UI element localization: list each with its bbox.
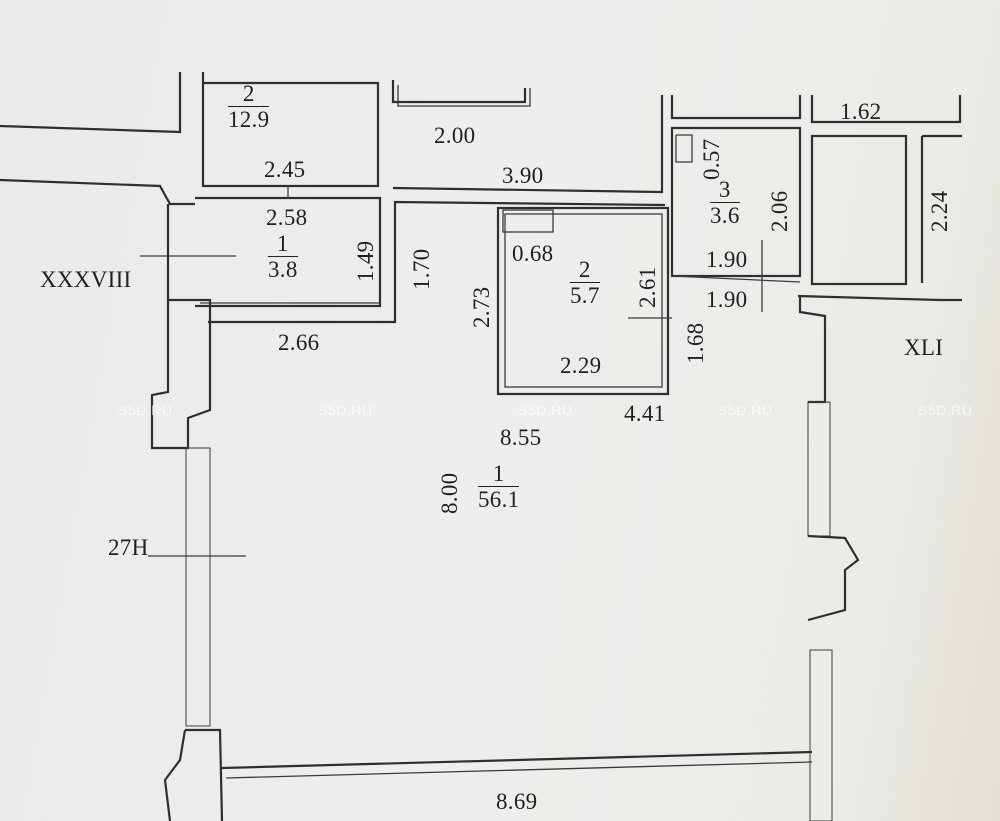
dimension-1-68: 1.68	[683, 322, 708, 364]
axis-label-left: XXXVIII	[40, 267, 132, 292]
wall-partition-left	[208, 200, 666, 324]
watermark: S5D.RU	[918, 402, 973, 418]
window-right-lower	[809, 649, 833, 821]
dimension-0-68: 0.68	[512, 241, 554, 266]
watermark: S5D.RU	[318, 402, 373, 418]
room-number: 3	[710, 178, 740, 203]
room-number: 2	[228, 82, 270, 107]
wall-bottom-inner	[225, 761, 813, 779]
room-label-56-1: 1 56.1	[478, 462, 520, 512]
column-left-upper	[150, 204, 212, 450]
wall-bottom	[221, 750, 813, 770]
window-right-upper	[807, 401, 831, 537]
room-number: 1	[478, 462, 520, 487]
dimension-8-69: 8.69	[496, 789, 538, 814]
wall-right-shaft	[810, 134, 908, 286]
wall-room-12-9	[201, 72, 380, 188]
column-left-lower	[185, 728, 224, 821]
room-area: 56.1	[478, 487, 520, 512]
wall-room-5-7-outer	[496, 206, 670, 396]
wall-room-3-6-box	[670, 126, 802, 278]
room-label-12-9: 2 12.9	[228, 82, 270, 132]
shaft-room-5-7	[502, 209, 554, 233]
dimension-8-55: 8.55	[500, 425, 542, 450]
dimension-2-73: 2.73	[469, 286, 494, 328]
room-label-3-6: 3 3.6	[710, 178, 740, 227]
watermark: S5D.RU	[118, 402, 173, 418]
dimension-2-24: 2.24	[927, 190, 952, 232]
shaft-room-3-6	[675, 134, 693, 163]
wall-upper-left-corridor	[0, 72, 182, 134]
wall-room-3-6	[670, 95, 802, 120]
column-right-upper	[798, 296, 827, 404]
room-number: 2	[570, 258, 600, 283]
dimension-1-62: 1.62	[840, 99, 882, 124]
window-left	[185, 447, 211, 727]
dimension-0-57: 0.57	[699, 138, 724, 180]
room-area: 5.7	[570, 283, 600, 308]
dimension-4-41: 4.41	[624, 401, 666, 426]
watermark: S5D.RU	[718, 402, 773, 418]
wall-label: 27H	[108, 535, 149, 560]
dimension-2-66: 2.66	[278, 330, 320, 355]
room-label-5-7: 2 5.7	[570, 258, 600, 307]
axis-label-right: XLI	[904, 335, 944, 360]
room-area: 3.8	[268, 257, 298, 282]
wall-room-3-6-sep	[671, 275, 801, 283]
wall-corridor-bottom	[392, 95, 664, 194]
dimension-2-45: 2.45	[264, 157, 306, 182]
dimension-2-06: 2.06	[767, 190, 792, 232]
dimension-2-61: 2.61	[635, 266, 660, 308]
wall-corridor-top-inner	[397, 85, 531, 107]
wall-right-block	[810, 95, 962, 124]
room-area: 3.6	[710, 203, 740, 228]
dimension-1-90-bottom: 1.90	[706, 287, 748, 312]
dimension-2-29: 2.29	[560, 353, 602, 378]
room-area: 12.9	[228, 107, 270, 132]
dimension-8-00: 8.00	[437, 472, 462, 514]
wall-room-5-7-inner	[504, 213, 663, 388]
watermark: S5D.RU	[518, 402, 573, 418]
dimension-3-90: 3.90	[502, 163, 544, 188]
dimension-2-00: 2.00	[434, 123, 476, 148]
room-number: 1	[268, 232, 298, 257]
room-label-3-8: 1 3.8	[268, 232, 298, 281]
wall-left-corridor-bottom	[0, 178, 195, 206]
dimension-1-70: 1.70	[409, 248, 434, 290]
wall-right-lower	[797, 294, 962, 302]
dimension-2-58: 2.58	[266, 205, 308, 230]
dimension-1-90-top: 1.90	[706, 247, 748, 272]
wall-corridor-top	[391, 80, 527, 104]
dimension-1-49: 1.49	[353, 240, 378, 282]
column-right-middle	[807, 534, 860, 622]
column-left-lower-outer	[163, 729, 187, 821]
